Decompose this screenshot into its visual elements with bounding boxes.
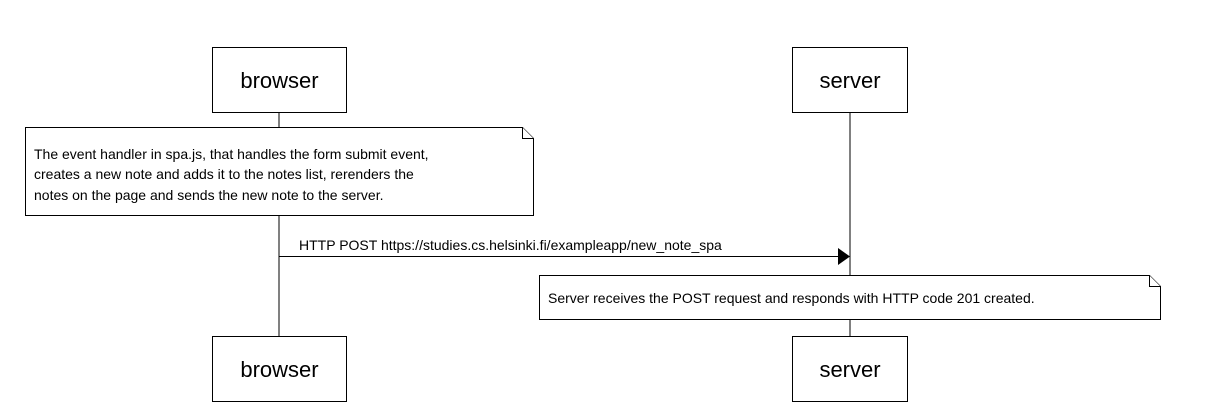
server-actor-bottom: server [792,336,908,402]
server-actor-top: server [792,47,908,113]
browser-actor-bottom: browser [212,336,347,402]
browser-note-line: creates a new note and adds it to the no… [34,166,414,182]
http-post-message: HTTP POST https://studies.cs.helsinki.fi… [279,237,850,265]
server-actor-top-label: server [819,68,880,93]
server-note-line: Server receives the POST request and res… [548,290,1035,306]
server-actor-bottom-label: server [819,357,880,382]
message-label: HTTP POST https://studies.cs.helsinki.fi… [299,237,722,253]
browser-actor-top: browser [212,47,347,113]
browser-note-line: The event handler in spa.js, that handle… [34,146,429,162]
browser-note: The event handler in spa.js, that handle… [25,127,534,216]
browser-note-line: notes on the page and sends the new note… [34,187,383,203]
server-note: Server receives the POST request and res… [539,275,1161,320]
browser-actor-bottom-label: browser [240,357,318,382]
browser-actor-top-label: browser [240,68,318,93]
arrowhead-icon [838,248,850,265]
